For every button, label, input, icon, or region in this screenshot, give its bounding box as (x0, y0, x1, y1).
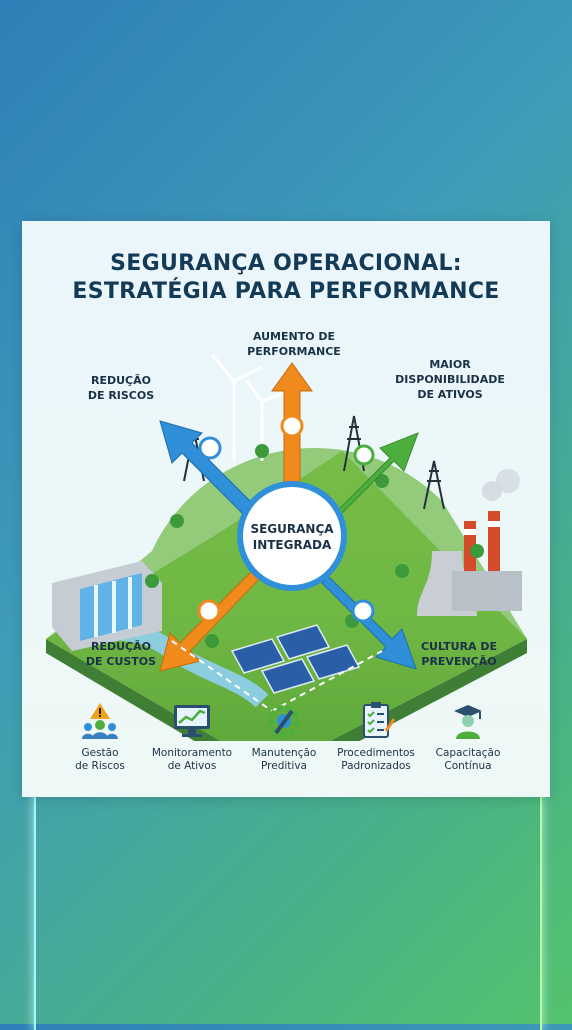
label-bottom-left-line-1: REDUÇÃO (91, 640, 151, 653)
icon-item-capacitacao: Capacitação Contínua (420, 701, 516, 773)
center-circle (237, 481, 347, 591)
label-bottom-right: CULTURA DE PREVENÇÃO (394, 639, 524, 669)
icon-label-monitoramento-1: Monitoramento (151, 747, 233, 759)
gear-icon (197, 414, 375, 623)
icon-item-monitoramento: Monitoramento de Ativos (144, 701, 240, 773)
label-bottom-left-line-2: DE CUSTOS (85, 655, 157, 668)
capacitacao-icon (454, 705, 482, 739)
infographic-card: SEGURANÇA OPERACIONAL: ESTRATÉGIA PARA P… (22, 221, 550, 797)
label-top-right: MAIOR DISPONIBILIDADE DE ATIVOS (380, 357, 520, 402)
label-top-right-line-1: MAIOR (429, 358, 471, 371)
title-line-2: ESTRATÉGIA PARA PERFORMANCE (72, 279, 500, 304)
gestao-riscos-icon (82, 703, 118, 739)
monitoramento-icon (174, 705, 210, 737)
label-top-left: REDUÇÃO DE RISCOS (66, 373, 176, 403)
solar-panels-icon (230, 624, 361, 694)
icon-label-monitoramento-2: de Ativos (167, 760, 217, 772)
icon-row: Gestão de Riscos Monitoramento de Ativos… (22, 701, 550, 791)
label-top-left-line-1: REDUÇÃO (91, 374, 151, 387)
procedimentos-icon (363, 702, 396, 738)
icon-label-manutencao-1: Manutenção (251, 747, 317, 759)
icon-label-gestao-1: Gestão (81, 747, 119, 759)
diagram-illustration: SEGURANÇA INTEGRADA (46, 354, 527, 741)
label-bottom-left: REDUÇÃO DE CUSTOS (66, 639, 176, 669)
icon-label-capacitacao-1: Capacitação (435, 747, 501, 759)
label-top-left-line-2: DE RISCOS (87, 389, 155, 402)
power-plant-icon (417, 469, 522, 616)
label-top-line-2: PERFORMANCE (247, 345, 341, 358)
arrow-bottom-right (321, 575, 417, 670)
icon-label-gestao-2: de Riscos (75, 760, 125, 772)
label-top-right-line-3: DE ATIVOS (417, 388, 483, 401)
center-line-2: INTEGRADA (253, 538, 332, 552)
icon-item-gestao: Gestão de Riscos (52, 701, 148, 773)
wind-turbine-icon (210, 354, 285, 461)
label-bottom-right-line-1: CULTURA DE (420, 640, 498, 653)
icon-label-capacitacao-2: Contínua (444, 760, 492, 772)
center-line-1: SEGURANÇA (250, 522, 334, 536)
icon-label-procedimentos-2: Padronizados (341, 760, 411, 772)
icon-item-manutencao: Manutenção Preditiva (236, 701, 332, 773)
icon-label-procedimentos-1: Procedimentos (337, 747, 415, 759)
dam-icon (52, 561, 162, 651)
label-bottom-right-line-2: PREVENÇÃO (421, 655, 497, 668)
label-top-line-1: AUMENTO DE (252, 330, 336, 343)
label-top: AUMENTO DE PERFORMANCE (214, 329, 374, 359)
icon-label-manutencao-2: Preditiva (261, 760, 307, 772)
icon-item-procedimentos: Procedimentos Padronizados (328, 701, 424, 773)
label-top-right-line-2: DISPONIBILIDADE (395, 373, 505, 386)
manutencao-icon (268, 705, 300, 737)
island-side (46, 639, 527, 741)
title-line-1: SEGURANÇA OPERACIONAL: (110, 251, 462, 276)
